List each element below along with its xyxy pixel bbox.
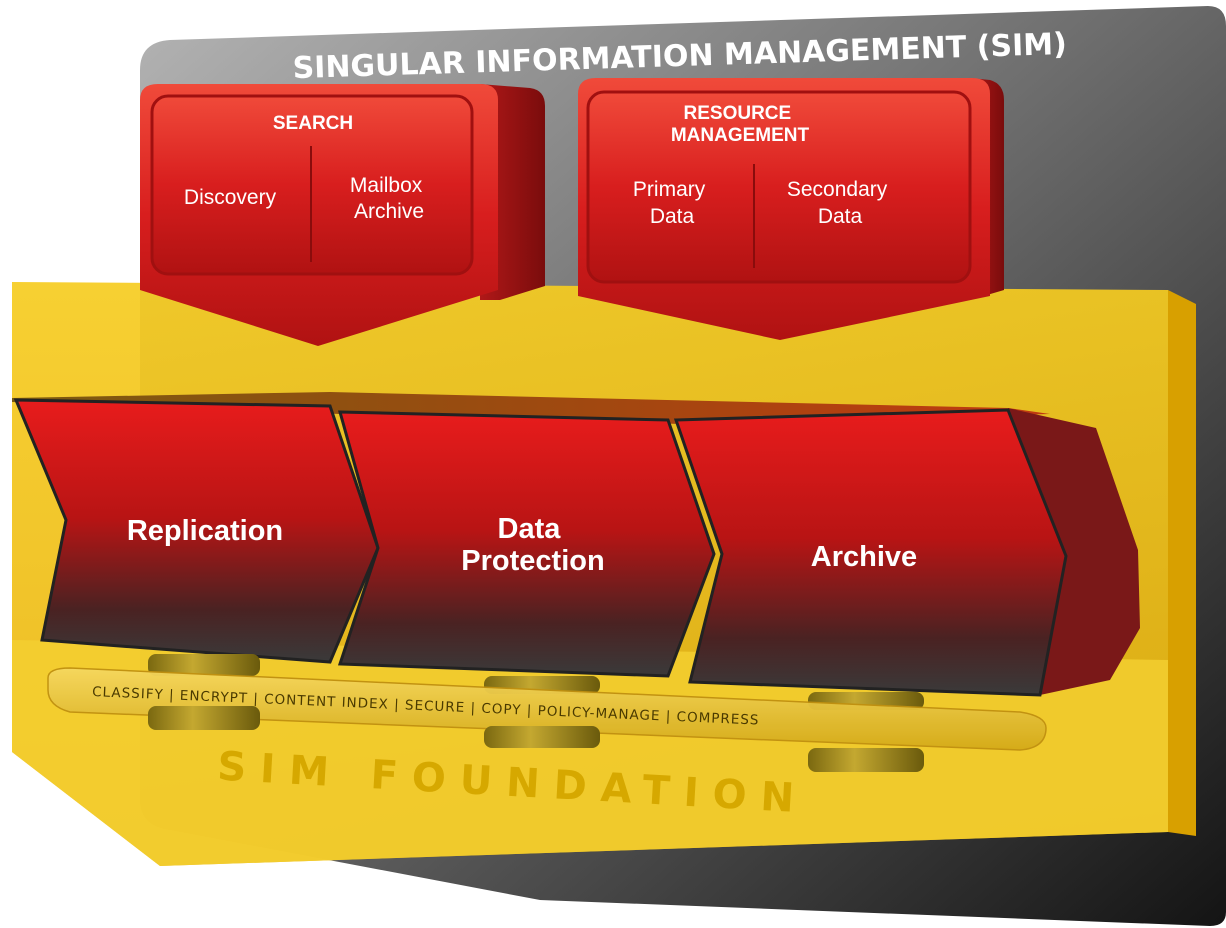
service-separator: | xyxy=(660,708,677,725)
service-separator: | xyxy=(465,700,482,717)
resource-left-label: Primary Data xyxy=(633,178,711,228)
cylinder-left-bottom xyxy=(148,706,260,730)
stage-label-replication: Replication xyxy=(127,515,283,547)
service-item: CLASSIFY xyxy=(92,684,164,703)
search-right-label: Mailbox Archive xyxy=(350,174,428,223)
stage-arrows: Replication Data Protection Archive xyxy=(12,392,1140,697)
yellow-slab-right-face xyxy=(1168,290,1196,836)
service-item: SECURE xyxy=(405,697,466,716)
service-item: ENCRYPT xyxy=(180,688,249,707)
cylinder-right-bottom xyxy=(808,748,924,772)
service-separator: | xyxy=(163,687,180,704)
resource-heading: RESOURCE MANAGEMENT xyxy=(671,103,810,146)
arrow-data-protection xyxy=(337,410,716,678)
arrow-row-right-face xyxy=(1008,408,1140,695)
resource-management-module: RESOURCE MANAGEMENT Primary Data Seconda… xyxy=(578,78,1004,340)
resource-right-label: Secondary Data xyxy=(787,178,893,228)
arrow-archive xyxy=(673,408,1068,697)
cylinder-mid-bottom xyxy=(484,726,600,748)
stage-label-data-protection: Data Protection xyxy=(461,513,604,577)
search-module: SEARCH Discovery Mailbox Archive xyxy=(140,84,545,346)
service-separator: | xyxy=(521,702,538,719)
search-heading: SEARCH xyxy=(273,113,353,134)
service-item: COPY xyxy=(481,701,522,719)
service-item: CONTENT INDEX xyxy=(264,691,389,712)
cylinder-left-top xyxy=(148,654,260,676)
service-item: POLICY-MANAGE xyxy=(537,703,661,724)
service-ring xyxy=(47,667,1047,751)
resource-module-face xyxy=(586,90,972,284)
service-separator: | xyxy=(248,691,265,708)
stage-label-archive: Archive xyxy=(811,541,917,573)
services-list: CLASSIFY | ENCRYPT | CONTENT INDEX | SEC… xyxy=(92,684,760,729)
service-separator: | xyxy=(389,697,406,714)
service-item: COMPRESS xyxy=(676,709,759,729)
search-left-label: Discovery xyxy=(184,186,277,209)
arrow-replication xyxy=(13,398,380,664)
